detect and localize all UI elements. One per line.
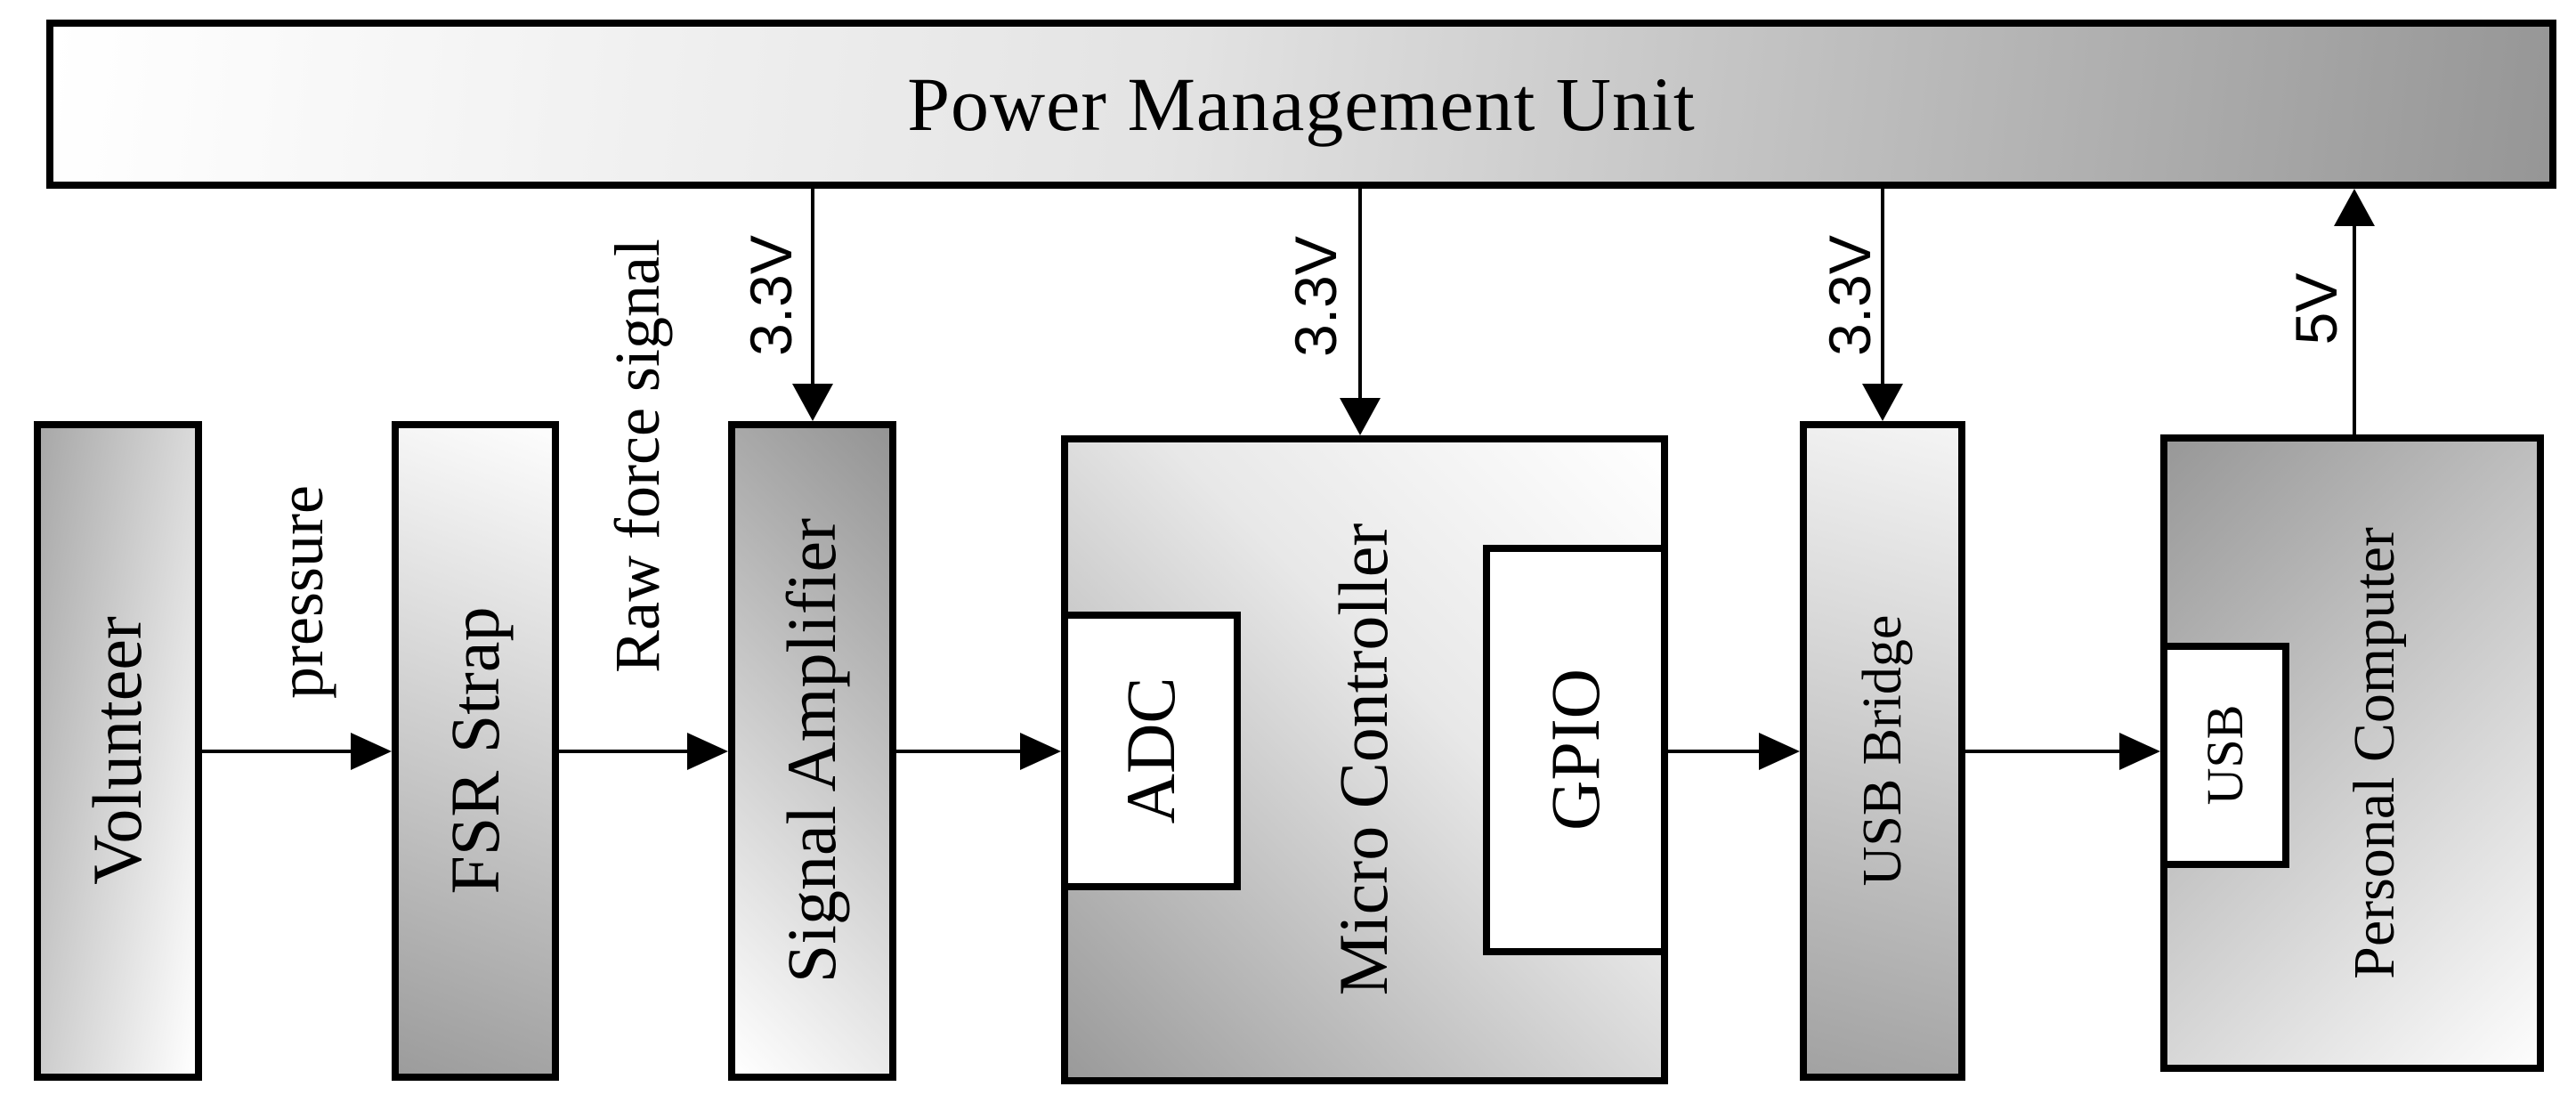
arrow-gpio-to-usb-bridge-line — [1668, 750, 1759, 753]
personal-computer-label: Personal Computer — [2342, 527, 2407, 979]
power-arrow-mcu-head — [1340, 398, 1381, 435]
raw-force-signal-label: Raw force signal — [602, 239, 673, 673]
gpio-label: GPIO — [1536, 668, 1614, 831]
power-management-unit-label: Power Management Unit — [907, 61, 1696, 147]
volunteer-label: Volunteer — [78, 616, 156, 885]
arrow-fsr-to-amplifier-line — [559, 750, 687, 753]
block-usb-port — [2160, 643, 2289, 868]
arrow-volunteer-to-fsr-head — [351, 733, 392, 770]
fsr-strap-label: FSR Strap — [436, 606, 514, 895]
signal-amplifier-label: Signal Amplifier — [773, 517, 850, 984]
block-gpio — [1483, 545, 1668, 955]
arrow-usb-bridge-to-usb-line — [1965, 750, 2119, 753]
usb-port-label: USB — [2196, 704, 2254, 806]
block-volunteer — [34, 421, 202, 1081]
power-arrow-amplifier-line — [811, 189, 814, 384]
arrow-usb-bridge-to-usb-head — [2119, 733, 2160, 770]
power-arrow-mcu-line — [1358, 189, 1362, 398]
arrow-fsr-to-amplifier-head — [687, 733, 728, 770]
arrow-amplifier-to-adc-head — [1020, 733, 1061, 770]
usb-bridge-label: USB Bridge — [1852, 614, 1913, 887]
arrow-amplifier-to-adc-line — [896, 750, 1020, 753]
arrow-volunteer-to-fsr-line — [202, 750, 351, 753]
pressure-label: pressure — [265, 485, 336, 699]
power-arrow-amplifier-head — [792, 384, 833, 421]
adc-label: ADC — [1112, 677, 1189, 824]
power-3v3-mcu-label: 3.3V — [1283, 236, 1349, 357]
power-5v-pc-label: 5V — [2283, 272, 2349, 345]
power-3v3-amplifier-label: 3.3V — [738, 235, 804, 356]
power-3v3-usb-bridge-label: 3.3V — [1817, 235, 1883, 356]
power-arrow-pc-head — [2334, 189, 2375, 226]
arrow-gpio-to-usb-bridge-head — [1759, 733, 1800, 770]
power-arrow-pc-line — [2353, 226, 2356, 434]
block-adc — [1061, 612, 1241, 890]
block-fsr-strap — [392, 421, 559, 1081]
block-power-management-unit: Power Management Unit — [46, 20, 2556, 189]
block-usb-bridge — [1800, 421, 1965, 1081]
block-signal-amplifier — [728, 421, 896, 1081]
power-arrow-usb-bridge-head — [1862, 384, 1903, 421]
block-personal-computer — [2160, 434, 2544, 1072]
micro-controller-label: Micro Controller — [1324, 523, 1402, 996]
power-arrow-usb-bridge-line — [1881, 189, 1884, 384]
